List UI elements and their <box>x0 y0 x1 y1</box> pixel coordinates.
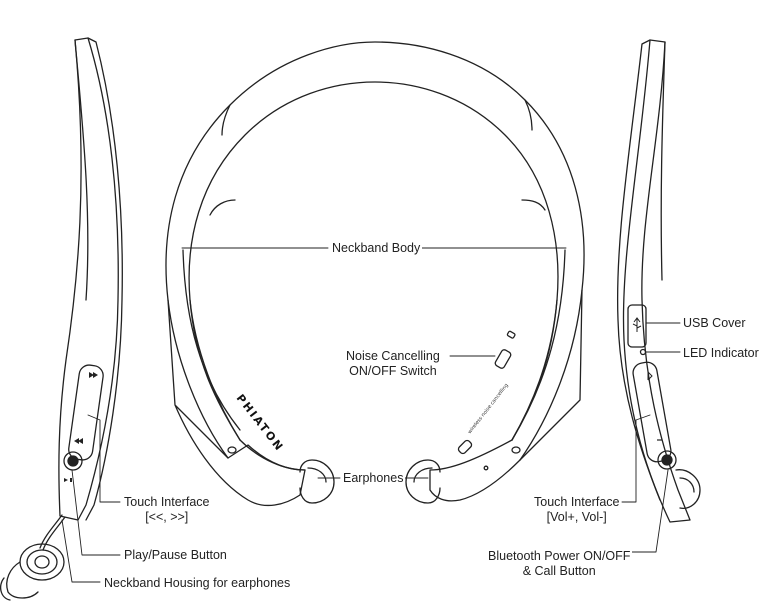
label-touch-interface-left-line2: [<<, >>] <box>145 510 189 524</box>
center-left-earphone <box>299 459 335 504</box>
usb-cover <box>627 304 647 348</box>
brand-logo: PHIATON <box>234 392 287 454</box>
label-neckband-body: Neckband Body <box>330 241 423 256</box>
label-touch-interface-left-line1: Touch Interface <box>124 495 210 509</box>
left-earbud <box>0 543 65 601</box>
leader-lines <box>61 247 681 583</box>
label-touch-interface-left: Touch Interface [<<, >>] <box>122 495 212 525</box>
label-led-indicator: LED Indicator <box>681 346 761 361</box>
right-touch-pad <box>632 361 672 463</box>
label-bt-power: Bluetooth Power ON/OFF & Call Button <box>486 549 633 579</box>
right-housing <box>429 439 521 502</box>
usb-icon <box>632 317 642 332</box>
label-touch-interface-right-line1: Touch Interface <box>534 495 620 509</box>
bt-power-button <box>657 450 677 470</box>
device-print: wireless noise cancelling <box>467 383 510 436</box>
label-play-pause: Play/Pause Button <box>122 548 229 563</box>
play-pause-icon <box>64 478 72 482</box>
label-earphones: Earphones <box>341 471 406 486</box>
label-bt-power-line1: Bluetooth Power ON/OFF <box>488 549 631 563</box>
left-touch-pad <box>68 364 104 461</box>
label-touch-interface-right: Touch Interface [Vol+, Vol-] <box>532 495 622 525</box>
label-touch-interface-right-line2: [Vol+, Vol-] <box>546 510 607 524</box>
label-usb-cover: USB Cover <box>681 316 748 331</box>
play-pause-button <box>63 451 83 471</box>
led-indicator <box>639 348 647 356</box>
left-side-view <box>39 37 123 551</box>
label-noise-cancelling-line1: Noise Cancelling <box>346 349 440 363</box>
center-right-earphone <box>405 459 441 504</box>
label-neckband-housing: Neckband Housing for earphones <box>102 576 293 591</box>
right-band-outline <box>622 39 691 523</box>
back-icon <box>74 438 83 444</box>
label-noise-cancelling-line2: ON/OFF Switch <box>349 364 437 378</box>
nc-switch <box>494 349 512 369</box>
right-side-view <box>617 39 701 523</box>
bluetooth-icon <box>647 371 653 381</box>
forward-icon <box>89 372 98 378</box>
left-band-outline <box>58 37 119 521</box>
label-bt-power-line2: & Call Button <box>522 564 596 578</box>
label-noise-cancelling: Noise Cancelling ON/OFF Switch <box>344 349 442 379</box>
center-neckband <box>165 41 585 507</box>
